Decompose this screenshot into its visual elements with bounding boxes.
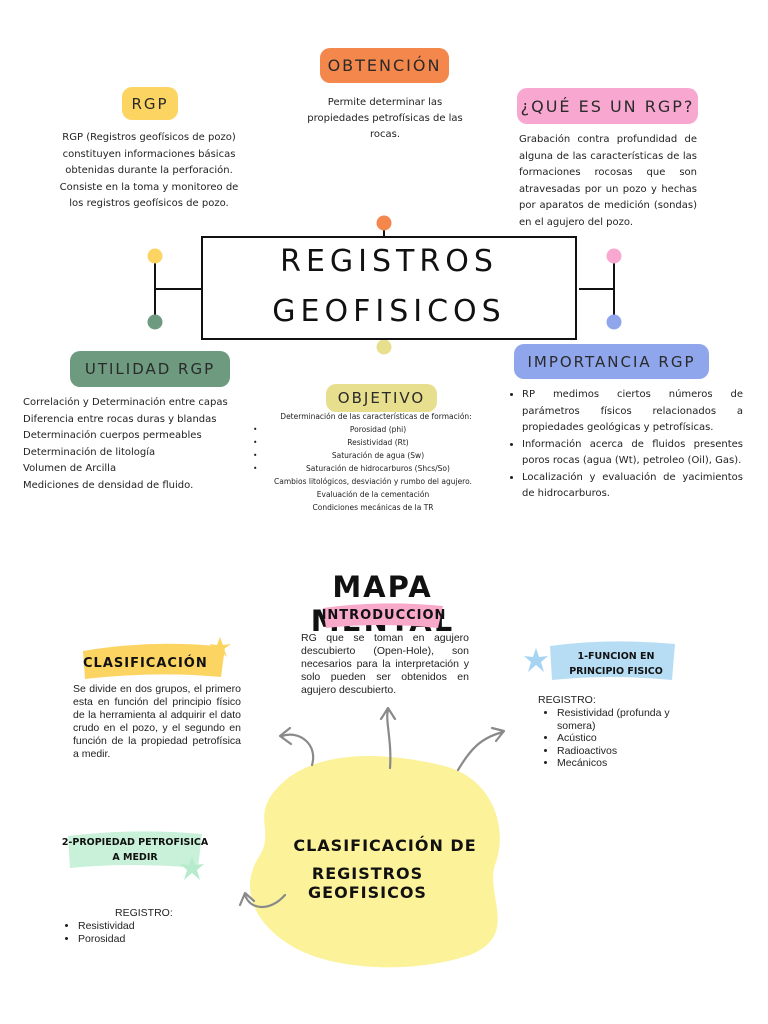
utilidad-title: UTILIDAD RGP [84, 360, 216, 378]
rgp-text: RGP (Registros geofísicos de pozo) const… [59, 132, 239, 209]
objetivo-item: •Saturación de agua (Sw) [253, 451, 425, 460]
funcion-brush [524, 641, 675, 680]
rgp-title: RGP [131, 94, 169, 113]
objetivo-extra: Cambios litológicos, desviación y rumbo … [274, 477, 472, 486]
blob-line1: CLASIFICACIÓN DE [293, 836, 477, 855]
que-es-text: Grabación contra profundidad de alguna d… [519, 134, 697, 228]
importancia-list: RP medimos ciertos números de parámetros… [508, 387, 743, 503]
clasificacion-title: CLASIFICACIÓN [83, 656, 208, 671]
arrow-clasificacion-icon [280, 733, 315, 767]
blob-line2: REGISTROS GEOFISICOS [308, 864, 427, 902]
objetivo-extra: Evaluación de la cementación [316, 490, 430, 499]
utilidad-item: Correlación y Determinación entre capas [23, 397, 228, 408]
utilidad-item: Determinación cuerpos permeables [23, 430, 202, 441]
yellow-blob [250, 756, 500, 968]
clasificacion-text: Se divide en dos grupos, el primero esta… [73, 683, 241, 760]
importancia-item: Información acerca de fluidos presentes … [522, 437, 743, 470]
importancia-item: Localización y evaluación de yacimientos… [522, 470, 743, 503]
objetivo-item: •Saturación de hidrocarburos (Shcs/So) [253, 464, 450, 473]
utilidad-item: Volumen de Arcilla [23, 463, 117, 474]
propiedad-brush [68, 831, 204, 880]
propiedad-item: Porosidad [78, 933, 214, 946]
connector-lines [147, 215, 622, 355]
utilidad-badge: UTILIDAD RGP [70, 351, 230, 387]
introduccion-title: INTRODUCCION [321, 608, 447, 623]
obtencion-badge: OBTENCIÓN [320, 48, 449, 83]
propiedad-list: Resistividad Porosidad [64, 920, 214, 946]
importancia-badge: IMPORTANCIA RGP [514, 344, 709, 379]
arrow-funcion-icon [456, 730, 505, 772]
dot-olive [376, 339, 392, 355]
utilidad-item: Determinación de litología [23, 446, 156, 458]
utilidad-item: Mediciones de densidad de fluido. [23, 479, 194, 491]
utilidad-list: Correlación y Determinación entre capas … [23, 395, 248, 494]
obtencion-text: Permite determinar las propiedades petro… [307, 97, 463, 140]
propiedad-title-1: 2-PROPIEDAD PETROFISICA [61, 837, 209, 848]
dot-yellow [147, 248, 163, 264]
objetivo-item: •Porosidad (phi) [253, 425, 407, 434]
objetivo-list: •Porosidad (phi) •Resistividad (Rt) •Sat… [253, 423, 493, 514]
central-line2: GEOFISICOS [272, 294, 506, 329]
central-box: REGISTROS GEOFISICOS [201, 236, 577, 340]
que-es-title: ¿QUÉ ES UN RGP? [520, 96, 695, 116]
que-es-badge: ¿QUÉ ES UN RGP? [517, 88, 698, 124]
funcion-item: Mecánicos [557, 757, 693, 770]
funcion-title-1: 1-FUNCION EN [577, 651, 655, 662]
propiedad-title-2: A MEDIR [112, 852, 158, 863]
introduccion-brush [323, 603, 443, 628]
dot-blue [606, 314, 622, 330]
funcion-title-2: PRINCIPIO FISICO [569, 666, 663, 677]
introduccion-text: RG que se toman en agujero descubierto (… [301, 632, 469, 696]
arrow-propiedad-icon [243, 893, 287, 909]
arrow-introduccion-icon [386, 708, 392, 770]
importancia-title: IMPORTANCIA RGP [527, 352, 696, 371]
dot-orange [376, 215, 392, 231]
utilidad-item: Diferencia entre rocas duras y blandas [23, 413, 217, 425]
objetivo-extra: Condiciones mecánicas de la TR [312, 503, 434, 512]
funcion-item: Radioactivos [557, 745, 693, 758]
importancia-item: RP medimos ciertos números de parámetros… [522, 387, 743, 437]
funcion-list: Resistividad (profunda y somera) Acústic… [543, 707, 693, 770]
objetivo-item: •Resistividad (Rt) [253, 438, 409, 447]
funcion-registro-label: REGISTRO: [538, 694, 596, 706]
objetivo-badge: OBJETIVO [326, 384, 437, 412]
dot-pink [606, 248, 622, 264]
funcion-item: Acústico [557, 732, 693, 745]
clasificacion-brush [83, 637, 231, 679]
objetivo-intro: Determinación de las características de … [280, 412, 472, 421]
funcion-item: Resistividad (profunda y somera) [557, 707, 693, 732]
propiedad-item: Resistividad [78, 920, 214, 933]
obtencion-title: OBTENCIÓN [327, 56, 442, 75]
central-line1: REGISTROS [280, 244, 498, 279]
dot-green [147, 314, 163, 330]
objetivo-title: OBJETIVO [337, 389, 426, 407]
rgp-badge: RGP [122, 87, 178, 120]
propiedad-registro-label: REGISTRO: [115, 907, 173, 919]
